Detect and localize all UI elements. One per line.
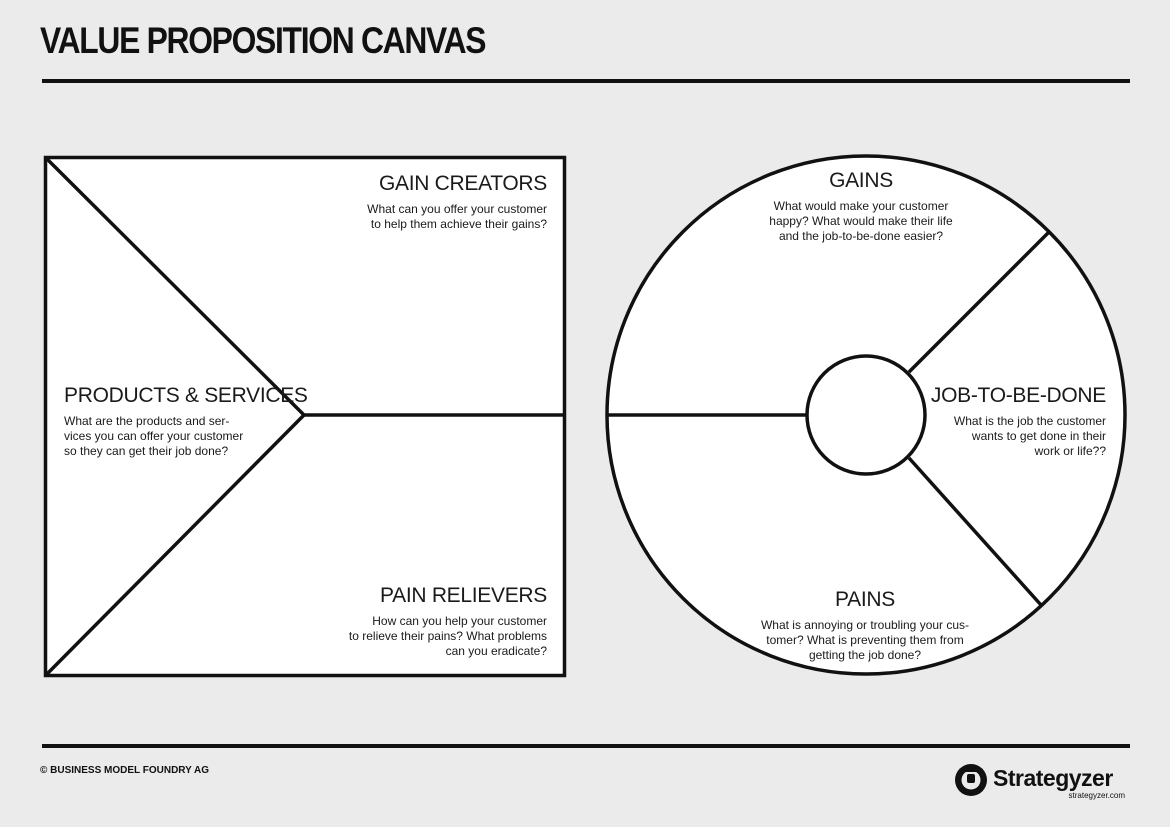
- pain-relievers-description: How can you help your customer to reliev…: [348, 614, 547, 658]
- customer-profile-center-circle: [805, 354, 927, 476]
- gains-description: What would make your customer happy? Wha…: [769, 199, 953, 243]
- customer-profile: [605, 154, 1127, 676]
- customer-profile-lower-divider: [907, 456, 1043, 607]
- header-divider: [42, 79, 1130, 83]
- gains-heading: GAINS: [829, 169, 893, 192]
- pains-description: What is annoying or troubling your cus- …: [760, 618, 970, 662]
- strategyzer-brand[interactable]: Strategyzer strategyzer.com: [953, 762, 1131, 802]
- strategyzer-logo-icon: [955, 764, 987, 796]
- brand-url[interactable]: strategyzer.com: [1068, 791, 1125, 800]
- gain-creators-heading: GAIN CREATORS: [378, 172, 547, 195]
- customer-profile-upper-divider: [907, 230, 1051, 374]
- pain-relievers-heading: PAIN RELIEVERS: [380, 584, 547, 607]
- copyright-notice: © BUSINESS MODEL FOUNDRY AG: [40, 765, 210, 776]
- job-to-be-done-description: What is the job the customer wants to ge…: [953, 414, 1106, 458]
- value-map-lower-diagonal: [44, 413, 306, 677]
- gain-creators-description: What can you offer your customer to help…: [367, 202, 547, 231]
- value-map-upper-diagonal: [44, 156, 306, 417]
- products-services-description: What are the products and ser- vices you…: [64, 414, 244, 458]
- job-to-be-done-heading: JOB-TO-BE-DONE: [930, 384, 1106, 407]
- products-services-heading: PRODUCTS & SERVICES: [64, 384, 308, 407]
- page-title: VALUE PROPOSITION CANVAS: [40, 20, 487, 61]
- value-map: [43, 155, 567, 678]
- pains-heading: PAINS: [835, 588, 895, 611]
- brand-name: Strategyzer: [993, 765, 1113, 791]
- footer-divider: [42, 744, 1130, 748]
